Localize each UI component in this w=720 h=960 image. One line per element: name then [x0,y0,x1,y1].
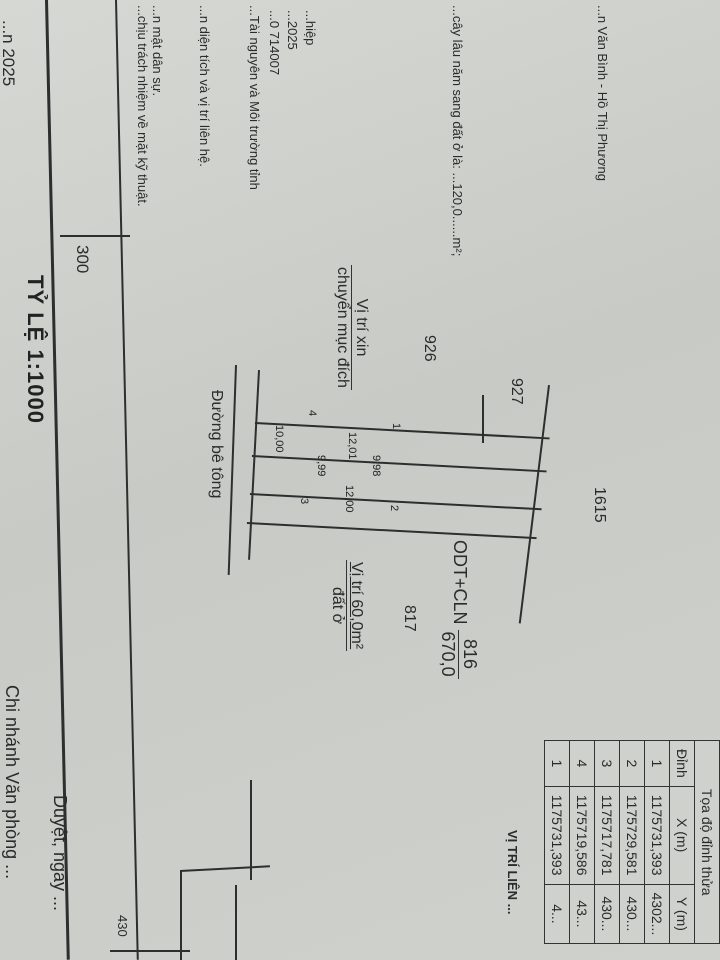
table-row: 3 1175717,781 430... [594,740,620,944]
cell-x: 1175731,393 [544,786,570,885]
text-fragment-hiep: ...hiệp [303,10,318,46]
parcel-area: 670,0 [438,631,458,677]
owner-names: ...n Văn Bình - Hồ Thị Phương [595,5,610,181]
dimension-12-00: 12,00 [343,485,355,513]
scale-bar-value-430: 430 [115,915,130,937]
plot-line-4 [246,522,537,540]
residential-position-label: Vị trí 60,0m² đất ở [328,560,365,652]
scale-tick-bottom [110,950,190,952]
cell-x: 1175719,586 [569,786,595,885]
dimension-12-01: 12,01 [346,432,358,460]
plot-line-1 [254,422,550,440]
cell-vertex: 1 [544,740,570,787]
table-row: 4 1175719,586 43... [569,740,595,944]
residential-fraction: Vị trí 60,0m² đất ở [328,560,365,652]
conversion-fraction: Vị trí xin chuyển mục đích [333,265,370,390]
inset-line-3 [180,865,270,872]
vertex-1: 1 [390,423,402,430]
cell-vertex: 1 [644,740,670,787]
inset-line-2 [235,885,237,960]
land-use-conversion-note: ...cây lâu năm sang đất ở là: ...120,0..… [450,5,465,257]
vertex-3: 3 [298,498,310,505]
residential-top: Vị trí 60,0m² [346,560,365,652]
plot-line-2 [251,455,547,473]
land-use-code: ODT+CLN [449,540,470,625]
vertex-coordinates-table: Tọa độ đỉnh thửa Đỉnh X (m) Y (m) 1 1175… [544,740,720,945]
main-parcel-label: ODT+CLN 816 670,0 [437,540,480,679]
text-fragment-year: ...2025 [285,10,300,50]
cell-vertex: 3 [594,740,620,787]
parcel-927: 927 [508,378,525,405]
text-fragment-department: ...Tài nguyên và Môi trường tỉnh [247,5,262,190]
table-row: 1 1175731,393 4... [544,740,570,944]
cell-y: 430... [619,884,645,944]
conversion-top: Vị trí xin [351,265,370,390]
approval-branch: Chi nhánh Văn phòng ... [2,685,22,880]
dimension-9-98: 9,98 [370,455,382,477]
parcel-1615: 1615 [591,487,608,523]
scale-bar-value-300: 300 [73,245,92,274]
conversion-bottom: chuyển mục đích [334,267,351,388]
table-row: 2 1175729,581 430... [619,740,645,944]
cell-y: 43... [569,884,595,944]
residential-bottom: đất ở [329,586,346,625]
parcel-927-divider [482,395,484,443]
table-row: 1 1175731,393 4302... [644,740,670,944]
cell-x: 1175731,393 [644,786,670,885]
parcel-926: 926 [421,335,438,362]
approval-date: Duyệt, ngày ... [50,795,70,912]
parcel-boundary-east [518,385,550,624]
vertex-4: 4 [306,410,318,417]
column-header-y: Y (m) [669,884,695,944]
scale-title: TỶ LỆ 1:1000 [23,275,48,424]
text-fragment-area-position: ...n diện tích và vị trí liên hệ. [197,5,212,167]
cell-y: 4302... [644,884,670,944]
dimension-9-99: 9,99 [315,455,327,477]
text-fragment-civil: ...n mật dân sự. [150,5,165,97]
scale-tick [60,235,130,237]
column-header-vertex: Đỉnh [669,740,695,787]
inset-line-1 [180,870,182,960]
cell-vertex: 4 [569,740,595,787]
vertex-2: 2 [388,505,400,512]
cell-x: 1175717,781 [594,786,620,885]
conversion-position-label: Vị trí xin chuyển mục đích [333,265,370,390]
nearby-position-label: VỊ TRÍ LIÊN ... [505,830,520,915]
parcel-number: 816 [458,629,480,679]
parcel-boundary-west [248,370,260,560]
road-edge-line [227,365,237,575]
date-fragment: ...n 2025 [0,20,18,87]
table-title: Tọa độ đỉnh thửa [694,740,720,944]
cell-y: 4... [544,884,570,944]
parcel-817: 817 [401,605,418,632]
road-label: Đường bê tông [208,390,225,499]
inset-line-4 [250,780,252,880]
cell-vertex: 2 [619,740,645,787]
text-fragment-code: ...0 714007 [267,10,282,76]
column-header-x: X (m) [669,786,695,885]
text-fragment-responsibility: ...chịu trách nhiệm về mặt kỹ thuật. [135,5,150,207]
parcel-fraction: 816 670,0 [437,629,480,679]
dimension-10: 10,00 [273,425,285,453]
cell-x: 1175729,581 [619,786,645,885]
cell-y: 430... [594,884,620,944]
